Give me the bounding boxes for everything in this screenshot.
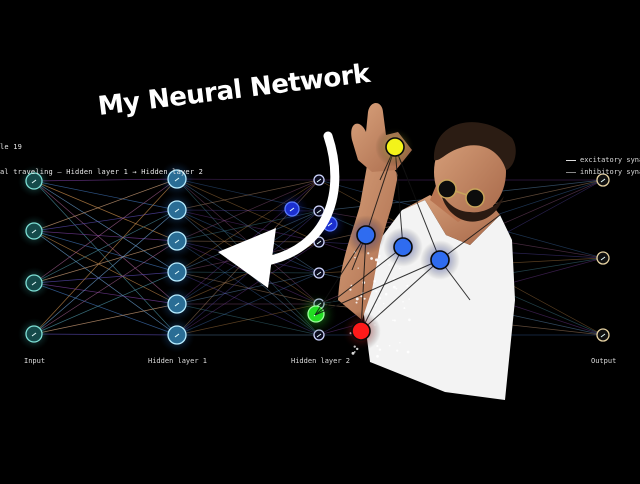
synapse-line xyxy=(33,240,178,335)
input-neuron xyxy=(18,318,50,350)
synapse-line xyxy=(33,303,178,335)
inhibitory-swatch xyxy=(566,171,576,173)
hidden1-neuron xyxy=(159,192,195,228)
legend-inhibitory: inhibitory syna xyxy=(566,168,640,176)
synapse-line xyxy=(176,272,320,305)
hidden1-neuron xyxy=(159,254,195,290)
simulation-step-label: le 19 xyxy=(0,143,23,151)
layer-label-hidden2: Hidden layer 2 xyxy=(291,357,351,365)
hair xyxy=(433,122,516,170)
synapse-line xyxy=(176,209,320,243)
synapse-line xyxy=(176,271,320,336)
output-neuron xyxy=(596,173,610,187)
synapse-line xyxy=(176,178,320,243)
synapse-line xyxy=(33,271,178,335)
legend-excitatory: excitatory syna xyxy=(566,156,640,164)
synapse-line xyxy=(33,230,178,273)
blue-neuron xyxy=(383,227,423,267)
overlay-neurons xyxy=(341,127,460,351)
input-neuron xyxy=(18,215,50,247)
synapse-line xyxy=(33,240,178,284)
synapse-line xyxy=(33,230,178,336)
hidden1-neuron xyxy=(159,161,195,197)
synapse-line xyxy=(33,209,178,232)
input-neuron xyxy=(18,267,50,299)
synapse-line xyxy=(33,180,178,305)
synapse-line xyxy=(176,179,320,242)
legend-inhibitory-label: inhibitory syna xyxy=(580,168,640,176)
overlay-synapse xyxy=(314,259,441,316)
layer-label-input: Input xyxy=(24,357,46,365)
synapse-line xyxy=(33,178,178,335)
synapse-line xyxy=(176,178,320,181)
active-neuron xyxy=(274,191,310,227)
hidden1-neuron xyxy=(159,317,195,353)
synapse-line xyxy=(176,178,320,274)
synapse-line xyxy=(33,282,178,336)
synapse-line xyxy=(33,271,178,284)
synapse-line xyxy=(33,178,178,284)
sunglasses-icon xyxy=(437,179,485,208)
legend-excitatory-label: excitatory syna xyxy=(580,156,640,164)
yellow-neuron xyxy=(375,127,415,167)
hidden1-neuron xyxy=(159,286,195,322)
synapse-line xyxy=(176,179,320,211)
blue-neuron xyxy=(420,240,460,280)
synapse-line xyxy=(33,178,178,182)
synapse-line xyxy=(33,209,178,284)
layer-label-output: Output xyxy=(591,357,617,365)
hidden2-neuron xyxy=(313,267,325,279)
synapse-line xyxy=(33,209,178,335)
synapse-line xyxy=(33,333,178,336)
hidden1-neuron xyxy=(159,223,195,259)
synapse-line xyxy=(176,241,320,336)
hidden2-neuron xyxy=(313,174,325,186)
synapse-line xyxy=(33,282,178,305)
output-neuron xyxy=(596,328,610,342)
synapse-line xyxy=(33,230,178,305)
red-neuron xyxy=(341,311,381,351)
excitatory-swatch xyxy=(566,159,576,161)
input-neuron xyxy=(18,165,50,197)
shoulders xyxy=(402,195,500,245)
synapse-line xyxy=(176,272,320,336)
curved-arrow-icon xyxy=(218,131,340,288)
output-neuron xyxy=(596,251,610,265)
signal-status-label: al traveling — Hidden layer 1 → Hidden l… xyxy=(0,168,204,176)
layer-label-hidden1: Hidden layer 1 xyxy=(148,357,208,365)
synapse-line xyxy=(176,271,320,305)
beard xyxy=(440,190,504,222)
blue-neuron xyxy=(346,215,386,255)
synapse-line xyxy=(33,178,178,232)
synapse-line xyxy=(33,230,178,242)
synapse-line xyxy=(176,303,320,336)
